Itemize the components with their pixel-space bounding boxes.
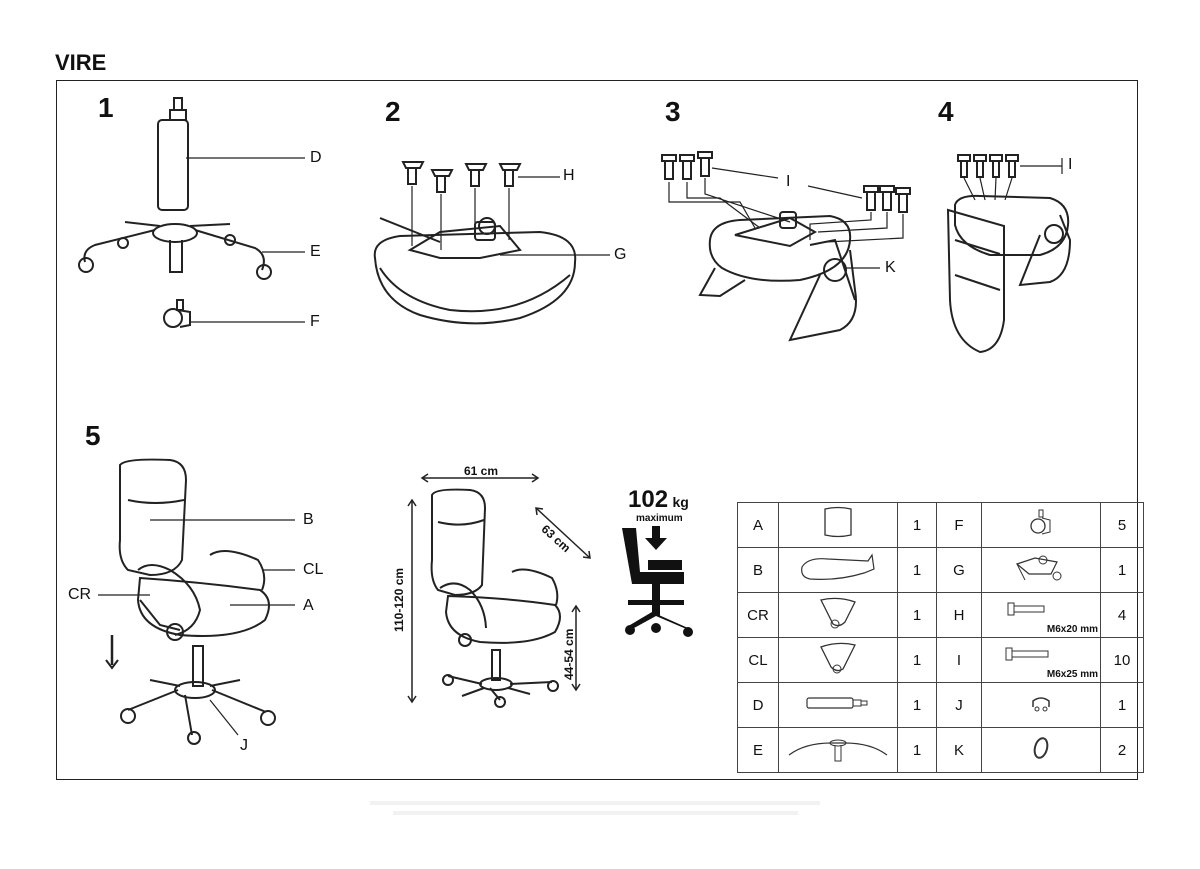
step-1-number: 1 [98, 92, 114, 123]
label-b: B [303, 511, 314, 528]
label-e: E [310, 243, 321, 260]
armrest-icon [820, 597, 856, 629]
ring-icon [1033, 737, 1049, 759]
part-quantity: 1 [897, 682, 937, 728]
document-title: VIRE [55, 50, 107, 75]
label-cl: CL [303, 561, 324, 578]
part-quantity: 1 [1100, 547, 1144, 593]
gas-lift-icon [157, 97, 189, 211]
step-4-number: 4 [938, 96, 954, 127]
part-letter: CL [737, 637, 779, 683]
table-row: CL 1 I M6x25 mm 10 [737, 637, 1144, 683]
label-h: H [563, 167, 575, 184]
caster-icon [1030, 509, 1051, 535]
part-letter: CR [737, 592, 779, 638]
weight-unit: kg [672, 494, 689, 510]
step-5-number: 5 [85, 420, 101, 451]
part-letter: A [737, 502, 779, 548]
seat-icon [373, 230, 577, 325]
label-g: G [614, 246, 627, 263]
weight-note: maximum [636, 513, 683, 524]
step-2-number: 2 [385, 96, 401, 127]
instruction-frame [56, 80, 1138, 780]
label-cr: CR [68, 586, 92, 603]
chair-icon [430, 488, 561, 708]
screw-icon [1005, 647, 1049, 661]
part-letter: E [737, 727, 779, 773]
seat-icon [824, 506, 852, 538]
table-row: A 1 F 5 [737, 502, 1144, 548]
dimension-height: 110-120 cm [392, 567, 406, 632]
weight-limit-label: 102 kg [628, 486, 689, 514]
step-3-number: 3 [665, 96, 681, 127]
part-quantity: 1 [897, 727, 937, 773]
backrest-icon [801, 553, 875, 580]
screw-icon [661, 151, 911, 213]
armrest-icon [820, 642, 856, 674]
label-i-step4: I [1068, 156, 1073, 173]
part-quantity: 1 [897, 547, 937, 593]
faded-footer-text [370, 795, 820, 835]
part-quantity: 5 [1100, 502, 1144, 548]
part-letter: D [737, 682, 779, 728]
part-letter: J [936, 682, 982, 728]
cap-icon [1032, 697, 1050, 712]
part-letter: B [737, 547, 779, 593]
part-quantity: 2 [1100, 727, 1144, 773]
screw-spec: M6x25 mm [1046, 669, 1098, 680]
caster-icon [163, 299, 191, 328]
table-row: CR 1 H M6x20 mm 4 [737, 592, 1144, 638]
part-letter: G [936, 547, 982, 593]
star-base-icon [788, 739, 888, 762]
part-quantity: 1 [897, 637, 937, 683]
dimension-seat-height: 44-54 cm [562, 628, 576, 680]
table-row: E 1 K 2 [737, 727, 1144, 773]
gas-lift-icon [806, 697, 868, 709]
part-letter: F [936, 502, 982, 548]
screw-icon [401, 161, 522, 193]
label-k: K [885, 259, 896, 276]
weight-limit-icon [622, 526, 693, 637]
dimension-width: 61 cm [464, 464, 499, 478]
table-row: B 1 G 1 [737, 547, 1144, 593]
label-d: D [310, 149, 322, 166]
screw-spec: M6x20 mm [1046, 624, 1098, 635]
part-quantity: 4 [1100, 592, 1144, 638]
table-row: D 1 J 1 [737, 682, 1144, 728]
screw-icon [1007, 602, 1045, 616]
mechanism-icon [379, 217, 522, 259]
parts-table: A 1 F 5 B 1 G 1 CR 1 H M6x20 mm 4 CL 1 I… [737, 502, 1144, 773]
part-letter: H [936, 592, 982, 638]
part-letter: I [936, 637, 982, 683]
chair-icon [118, 458, 276, 745]
part-quantity: 1 [897, 592, 937, 638]
label-j: J [240, 737, 248, 754]
part-quantity: 1 [1100, 682, 1144, 728]
part-quantity: 10 [1100, 637, 1144, 683]
part-letter: K [936, 727, 982, 773]
star-base-icon [78, 221, 272, 280]
weight-value: 102 [628, 486, 669, 513]
label-f: F [310, 313, 320, 330]
part-quantity: 1 [897, 502, 937, 548]
label-a: A [303, 597, 314, 614]
mechanism-icon [1015, 555, 1062, 581]
label-i: I [786, 173, 791, 190]
screw-icon [957, 154, 1019, 178]
